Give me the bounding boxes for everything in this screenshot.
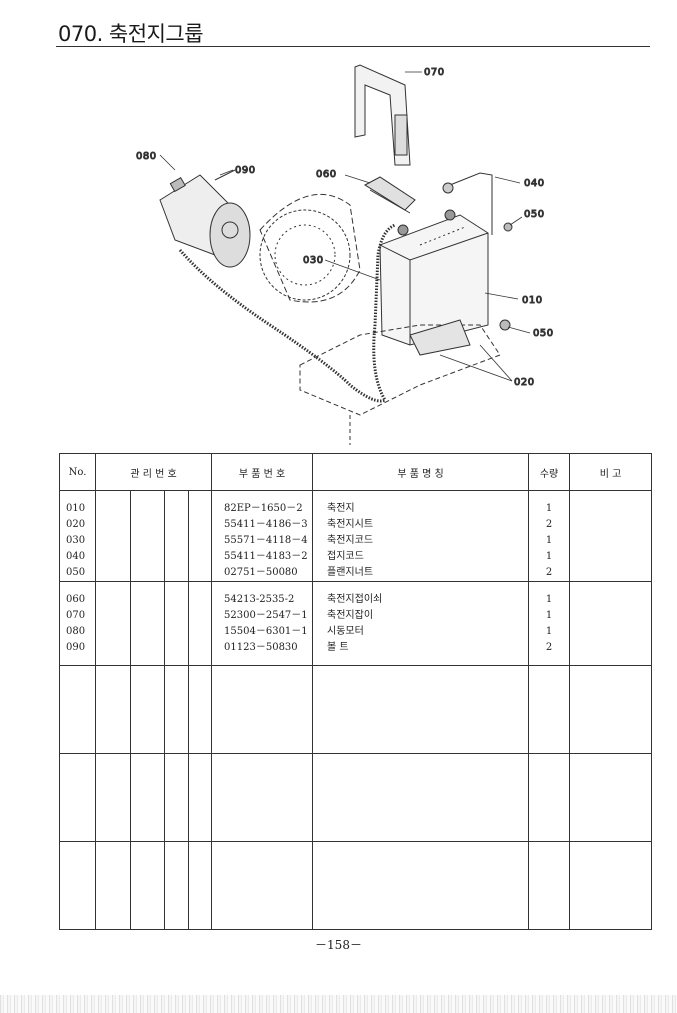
table-header-row: No. 관 리 번 호 부 품 번 호 부 품 명 칭 수량 비 고: [59, 453, 653, 491]
row-quantity: 2: [545, 642, 553, 653]
row-quantity: 2: [545, 567, 553, 578]
row-no: 060: [66, 594, 86, 605]
callout-080: 080: [136, 151, 157, 162]
exploded-parts-diagram: 070 080 090 060 040 050 030 010 050 020: [120, 55, 570, 450]
row-part-name: 시동모터: [327, 626, 364, 637]
ground-cord: [442, 172, 493, 235]
battery-mount-frame: [299, 319, 501, 445]
row-part-number: 82EP－1650－2: [224, 503, 303, 514]
callout-050-bottom: 050: [533, 328, 554, 339]
row-no: 050: [66, 567, 86, 578]
table-empty-row: [59, 841, 653, 930]
table-empty-row: [59, 753, 653, 842]
table-empty-row: [59, 665, 653, 754]
row-part-number: 15504－6301－1: [224, 626, 308, 637]
row-part-name: 축전지: [327, 503, 355, 514]
title-divider: [56, 46, 650, 47]
page-number: －158－: [315, 938, 362, 952]
row-part-number: 02751－50080: [224, 567, 298, 578]
header-no: No.: [59, 453, 96, 491]
callout-010: 010: [522, 295, 543, 306]
row-part-name: 축전지접이쇠: [327, 594, 383, 605]
row-part-name: 볼 트: [327, 642, 349, 653]
callout-090: 090: [235, 165, 256, 176]
header-management-number: 관 리 번 호: [94, 453, 213, 491]
row-no: 090: [66, 642, 86, 653]
row-no: 030: [66, 535, 86, 546]
row-part-number: 55411－4186－3: [224, 519, 308, 530]
callout-030: 030: [303, 255, 324, 266]
row-no: 040: [66, 551, 86, 562]
row-part-number: 01123－50830: [224, 642, 298, 653]
table-group-2: 060 070 080 090 54213-2535-2 52300－2547－…: [59, 581, 653, 666]
row-quantity: 1: [545, 626, 553, 637]
row-quantity: 1: [545, 503, 553, 514]
page-title: 070. 축전지그룹: [58, 22, 204, 46]
row-quantity: 1: [545, 535, 553, 546]
row-part-name: 축전지잡이: [327, 610, 374, 621]
row-quantity: 2: [545, 519, 553, 530]
header-remarks: 비 고: [569, 453, 653, 491]
row-part-number: 54213-2535-2: [224, 594, 295, 605]
scan-edge: [0, 995, 677, 1013]
callout-040: 040: [524, 178, 545, 189]
callout-020: 020: [514, 377, 535, 388]
callout-050-top: 050: [524, 209, 545, 220]
callout-060: 060: [316, 169, 337, 180]
row-no: 020: [66, 519, 86, 530]
row-part-name: 접지코드: [327, 551, 364, 562]
battery: [379, 209, 489, 346]
row-part-number: 55571－4118－4: [224, 535, 308, 546]
callout-070: 070: [424, 67, 445, 78]
header-part-number: 부 품 번 호: [211, 453, 314, 491]
starter-motor: [159, 169, 251, 268]
row-quantity: 1: [545, 610, 553, 621]
row-no: 070: [66, 610, 86, 621]
row-quantity: 1: [545, 551, 553, 562]
row-part-number: 52300－2547－1: [224, 610, 308, 621]
row-quantity: 1: [545, 594, 553, 605]
battery-cable: [178, 223, 396, 403]
battery-clamp-plate: [364, 176, 416, 214]
row-no: 010: [66, 503, 86, 514]
row-no: 080: [66, 626, 86, 637]
table-group-1: 010 020 030 040 050 82EP－1650－2 55411－41…: [59, 490, 653, 582]
row-part-name: 축전지시트: [327, 519, 374, 530]
header-quantity: 수량: [528, 453, 571, 491]
battery-holder-bracket: [354, 64, 411, 166]
parts-table: No. 관 리 번 호 부 품 번 호 부 품 명 칭 수량 비 고 010 0…: [59, 453, 653, 930]
header-part-name: 부 품 명 칭: [312, 453, 530, 491]
row-part-name: 축전지코드: [327, 535, 374, 546]
row-part-name: 플랜지너트: [327, 567, 374, 578]
leader-lines: [159, 71, 531, 382]
row-part-number: 55411－4183－2: [224, 551, 308, 562]
engine-housing-outline: [259, 193, 361, 303]
